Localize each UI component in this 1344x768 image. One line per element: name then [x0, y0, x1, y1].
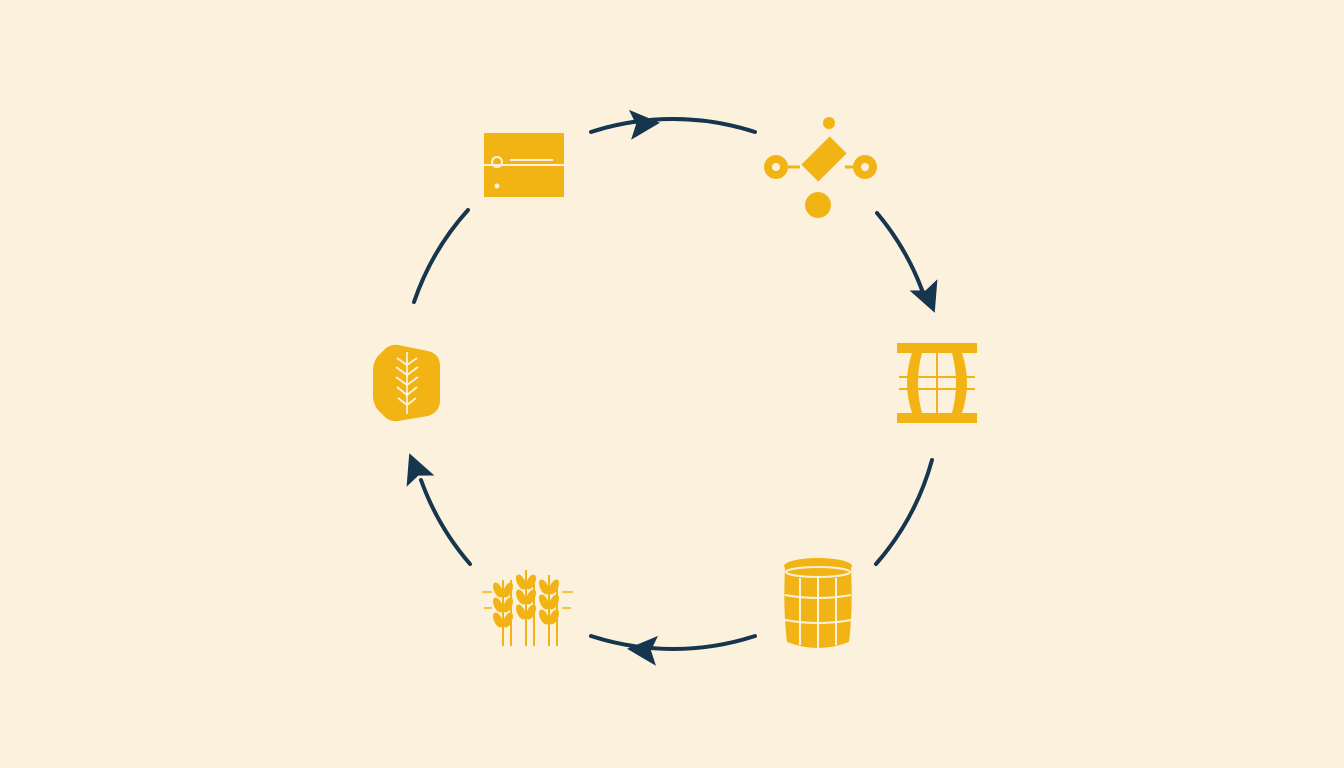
arrowhead-top: [628, 109, 660, 140]
arc-top: [589, 117, 757, 134]
arc-left-bottom: [419, 478, 472, 566]
i-beam-icon: [897, 343, 977, 423]
wheat-hexagon-icon: [373, 344, 440, 422]
arc-left-top: [412, 208, 470, 304]
arc-right-bottom: [874, 458, 934, 566]
wheat-field-icon: [482, 570, 573, 646]
arc-right-top: [875, 211, 924, 292]
arrowhead-right: [909, 279, 938, 313]
arrowhead-bottom: [627, 635, 659, 666]
molecule-icon: [764, 117, 877, 218]
barrel-icon: [784, 558, 852, 648]
arc-bottom: [589, 634, 757, 651]
document-box-icon: [484, 133, 564, 197]
arrowhead-left: [406, 453, 435, 487]
